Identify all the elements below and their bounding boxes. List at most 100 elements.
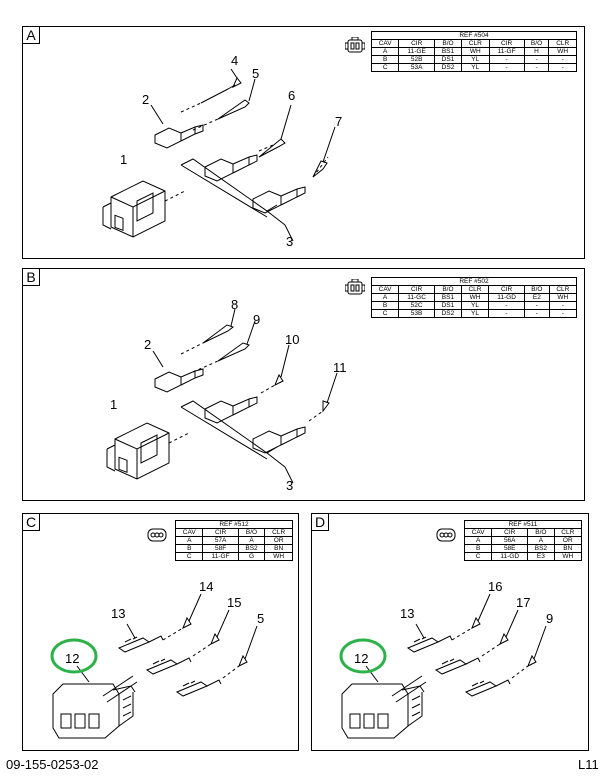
- callout-12: 12: [65, 651, 79, 666]
- table-row: B 52C DS1 YL - - -: [370, 301, 578, 310]
- col-header: CIR: [488, 39, 525, 48]
- table-cell: 11-GE: [398, 47, 435, 56]
- panel-c: C: [22, 513, 299, 751]
- callout-13: 13: [111, 606, 125, 621]
- col-header: CIR: [398, 285, 436, 294]
- table-cell: 58E: [491, 544, 529, 553]
- table-cell: BN: [553, 544, 583, 553]
- col-header: B/O: [523, 39, 550, 48]
- table-row: A 11-GC BS1 WH 11-GD E2 WH: [370, 293, 578, 302]
- table-cell: YL: [460, 309, 490, 318]
- callout-7: 7: [335, 114, 342, 129]
- table-cell: YL: [461, 63, 490, 72]
- col-header: CIR: [202, 528, 239, 537]
- callout-10: 10: [285, 332, 299, 347]
- panel-b: B: [22, 268, 585, 501]
- table-cell: -: [548, 301, 578, 310]
- table-cell: A: [370, 47, 400, 56]
- table-cell: BS1: [434, 293, 462, 302]
- col-header: CLR: [553, 528, 583, 537]
- terminal-9: [464, 679, 511, 697]
- col-header: CAV: [463, 528, 493, 537]
- table-row: A 57A A OR: [174, 536, 293, 545]
- table-row: C 53B DS2 YL - - -: [370, 309, 578, 318]
- table-cell: -: [548, 63, 577, 72]
- connector-face-icon: [436, 528, 456, 542]
- connector-housing-3way: [102, 180, 186, 238]
- connector-face-icon: [345, 279, 365, 295]
- panel-a-drawing: 1 2 3 4 5 6 7: [102, 53, 342, 249]
- table-cell: YL: [460, 301, 490, 310]
- col-header: CIR: [488, 285, 526, 294]
- col-header: CLR: [548, 285, 578, 294]
- ref-table-title: REF #511: [464, 520, 582, 529]
- table-cell: 11-GF: [202, 552, 239, 561]
- table-cell: 11-GD: [488, 293, 526, 302]
- ref-table-d: REF #511 CAV CIR B/O CLR A 56A A OR B 58…: [463, 520, 583, 561]
- col-header: B/O: [237, 528, 266, 537]
- panel-d: D: [311, 513, 589, 751]
- col-header: CLR: [548, 39, 577, 48]
- table-cell: A: [463, 536, 493, 545]
- table-cell: DS2: [434, 309, 462, 318]
- table-cell: B: [370, 301, 400, 310]
- col-header: CAV: [370, 39, 400, 48]
- table-row: C 11-GD E3 WH: [463, 552, 583, 561]
- callout-6: 6: [288, 88, 295, 103]
- table-cell: -: [488, 309, 526, 318]
- table-cell: A: [527, 536, 555, 545]
- connector-housing-3way: [106, 422, 190, 480]
- terminal-group-7: [252, 186, 306, 214]
- page-code: L11: [578, 757, 599, 772]
- table-cell: C: [370, 63, 400, 72]
- col-header: B/O: [434, 285, 462, 294]
- table-cell: -: [523, 63, 550, 72]
- terminal-group-6: [204, 154, 258, 182]
- col-header: CLR: [460, 285, 490, 294]
- table-row: C 11-GF G WH: [174, 552, 293, 561]
- table-cell: DS1: [434, 301, 462, 310]
- callout-14: 14: [199, 579, 213, 594]
- callout-3: 3: [286, 478, 293, 493]
- panel-b-drawing: 1 2 3 8 9 10 11: [106, 297, 347, 493]
- col-header: CAV: [174, 528, 204, 537]
- col-header: B/O: [527, 528, 555, 537]
- table-cell: WH: [461, 47, 490, 56]
- table-cell: WH: [548, 293, 578, 302]
- table-cell: 57A: [202, 536, 239, 545]
- ref-table-b: REF #502 CAV CIR B/O CLR CIR B/O CLR A 1…: [370, 277, 578, 318]
- table-cell: C: [370, 309, 400, 318]
- callout-2: 2: [142, 92, 149, 107]
- col-header: CIR: [491, 528, 529, 537]
- table-cell: -: [524, 309, 550, 318]
- callout-2: 2: [144, 337, 151, 352]
- table-cell: OR: [264, 536, 293, 545]
- table-cell: WH: [460, 293, 490, 302]
- table-cell: A: [174, 536, 204, 545]
- ref-table-a: REF #504 CAV CIR B/O CLR CIR B/O CLR A 1…: [370, 31, 577, 72]
- table-cell: -: [524, 301, 550, 310]
- table-cell: A: [237, 536, 266, 545]
- panel-a-label: A: [23, 27, 40, 44]
- terminal-2: [154, 368, 204, 393]
- table-cell: WH: [548, 47, 577, 56]
- table-row: C 53A DS2 YL - - -: [370, 63, 577, 72]
- table-cell: 58F: [202, 544, 239, 553]
- table-cell: -: [488, 55, 525, 64]
- callout-12: 12: [354, 651, 368, 666]
- table-cell: 11-GC: [398, 293, 436, 302]
- ref-table-title: REF #504: [371, 31, 577, 40]
- callout-11: 11: [333, 360, 347, 375]
- part-number: 09-155-0253-02: [6, 757, 99, 772]
- callout-13: 13: [400, 606, 414, 621]
- col-header: B/O: [434, 39, 462, 48]
- terminal-2: [154, 124, 204, 149]
- ref-table-title: REF #512: [175, 520, 293, 529]
- table-cell: E3: [527, 552, 555, 561]
- highlight-circle: [339, 638, 387, 674]
- table-cell: A: [370, 293, 400, 302]
- terminal-17: [434, 657, 481, 675]
- table-cell: 53B: [398, 309, 436, 318]
- terminal-15: [145, 657, 192, 675]
- callout-4: 4: [231, 53, 238, 68]
